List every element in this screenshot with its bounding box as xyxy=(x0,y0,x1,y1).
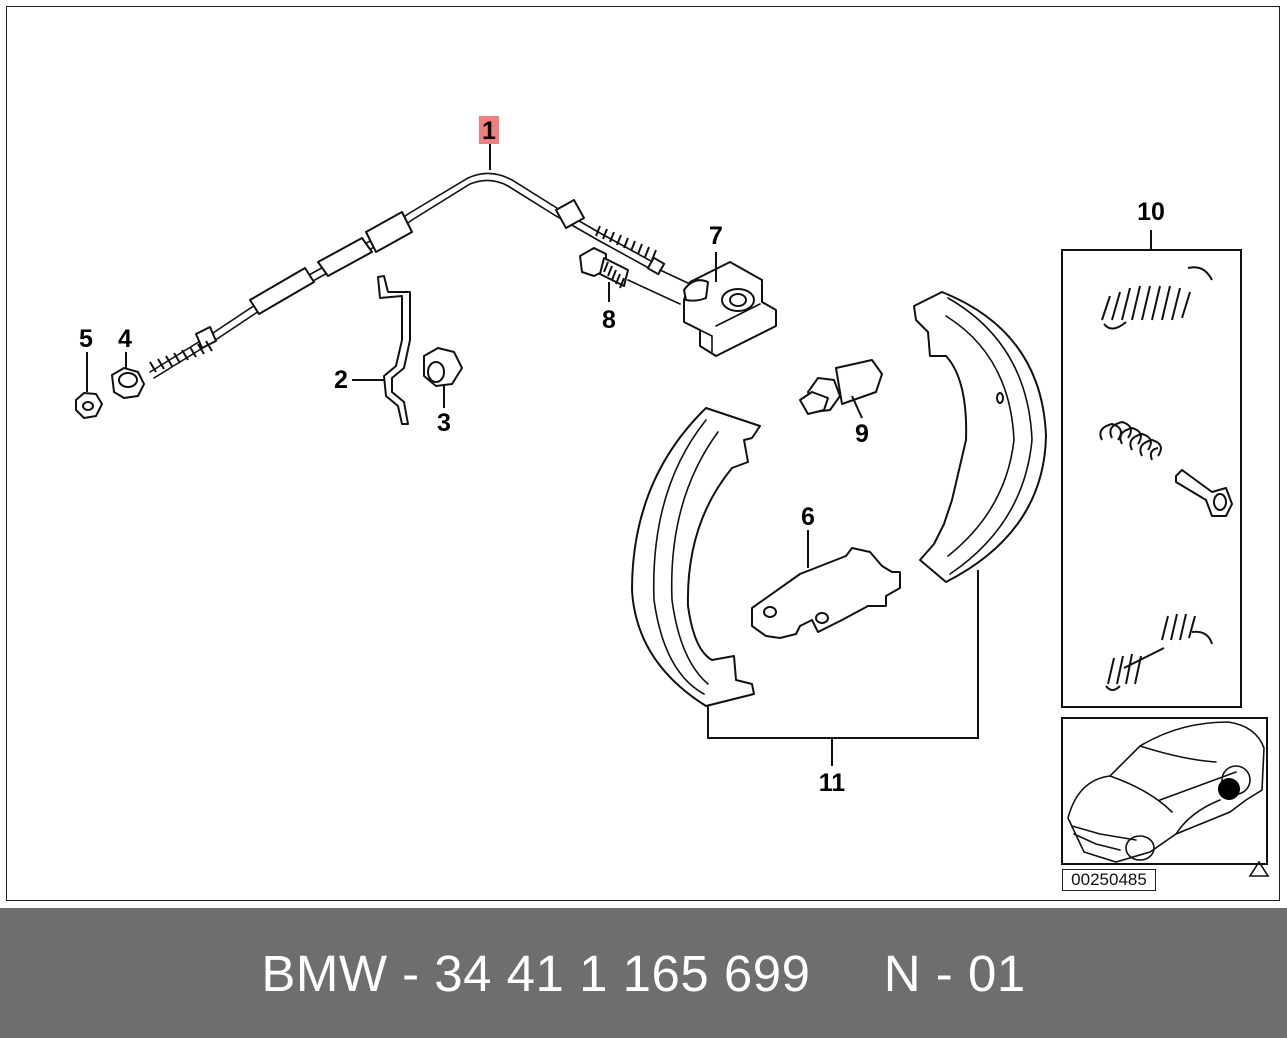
part-3-grommet[interactable] xyxy=(423,347,463,408)
part-7-cable-holder[interactable] xyxy=(683,252,777,357)
part-number-caption: BMW - 34 41 1 165 699 N - 01 xyxy=(261,944,1026,1002)
part-11-left-brake-shoe[interactable] xyxy=(631,407,761,707)
callout-8[interactable]: 8 xyxy=(602,306,616,334)
callout-5[interactable]: 5 xyxy=(79,325,93,353)
parts-diagram: 1 2 3 4 5 6 7 8 9 10 11 xyxy=(75,116,1270,877)
callout-10[interactable]: 10 xyxy=(1137,198,1165,226)
callout-6[interactable]: 6 xyxy=(801,503,815,531)
diagram-frame xyxy=(6,6,1280,901)
locator-marker-icon xyxy=(1218,778,1240,800)
callout-9[interactable]: 9 xyxy=(855,420,869,448)
part-10-spring-kit[interactable] xyxy=(1061,230,1242,708)
part-5-hex-nut[interactable] xyxy=(75,352,103,419)
part-6-expander-lever[interactable] xyxy=(751,530,901,639)
callout-7[interactable]: 7 xyxy=(709,222,723,250)
part-8-bolt[interactable] xyxy=(579,247,681,305)
diagram-id-label: 00250485 xyxy=(1062,869,1156,891)
warning-triangle-icon xyxy=(1248,860,1270,877)
part-11-right-brake-shoe[interactable] xyxy=(913,291,1047,583)
part-9-adjuster[interactable] xyxy=(799,359,883,419)
footer-bar: BMW - 34 41 1 165 699 N - 01 xyxy=(0,908,1287,1038)
vehicle-locator-thumbnail xyxy=(1061,717,1270,877)
callout-4[interactable]: 4 xyxy=(118,325,132,353)
part-1-brake-cable[interactable] xyxy=(149,143,691,379)
callout-1[interactable]: 1 xyxy=(482,117,496,145)
part-11-bracket-line xyxy=(707,570,979,766)
callout-1-highlight xyxy=(479,116,499,144)
callout-3[interactable]: 3 xyxy=(437,409,451,437)
part-2-holder-clip[interactable] xyxy=(352,275,411,425)
part-4-collar-nut[interactable] xyxy=(111,352,145,399)
callout-2[interactable]: 2 xyxy=(334,366,348,394)
callout-11[interactable]: 11 xyxy=(819,769,846,797)
